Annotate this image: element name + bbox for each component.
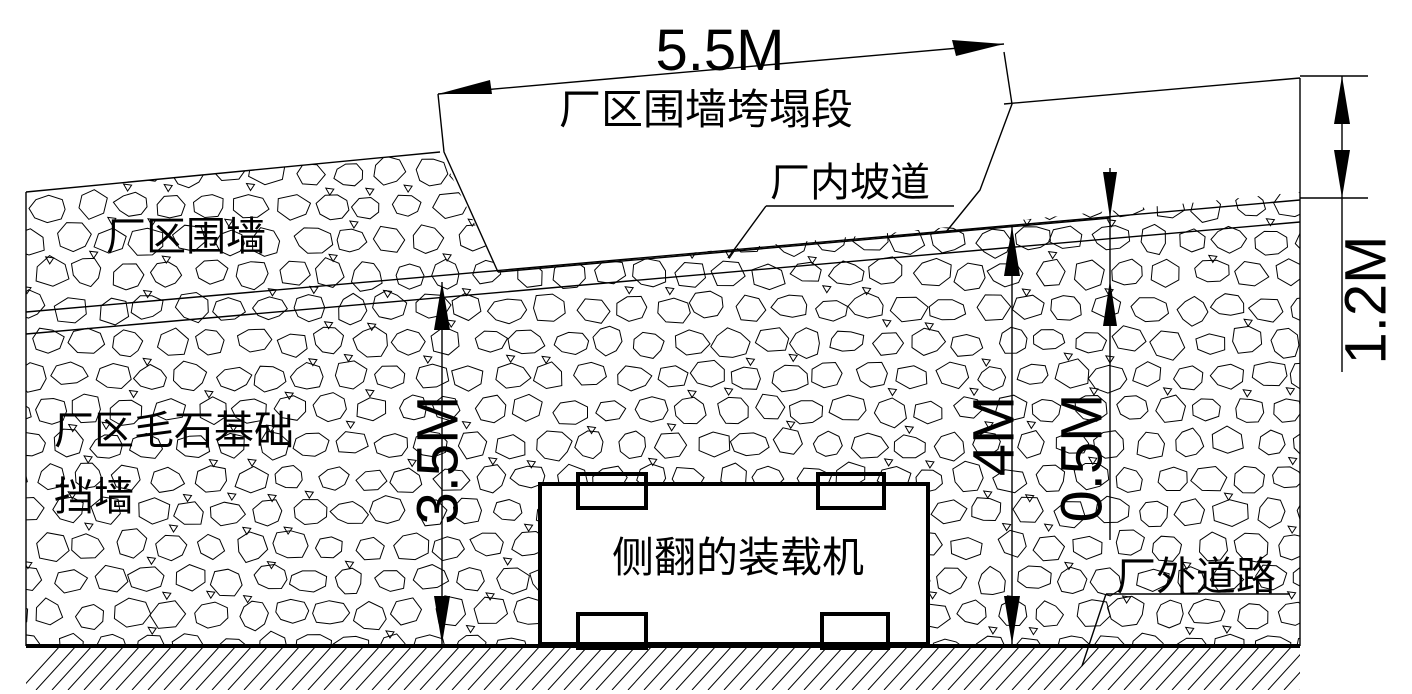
wall-top-line <box>25 199 1301 313</box>
rubble-stone-texture <box>26 152 1300 646</box>
wall-height-label: 3.5M <box>406 396 471 525</box>
ramp-line <box>25 221 1301 335</box>
plant-wall-label: 厂区围墙 <box>106 214 266 260</box>
ramp-offset-label: 0.5M <box>1050 394 1115 523</box>
gap-height-label: 4M <box>962 396 1027 477</box>
loader-wheel <box>576 612 648 650</box>
loader: 侧翻的装载机 <box>538 472 930 650</box>
gap-height-dimension: 4M <box>962 226 1027 644</box>
wall-top-height-dimension: 1.2M <box>1300 75 1399 372</box>
rubble-foundation-label-line2: 挡墙 <box>54 474 134 520</box>
loader-wheel <box>816 472 886 510</box>
outer-road-label: 厂外道路 <box>1116 554 1276 600</box>
ramp-offset-dimension: 0.5M <box>1050 168 1117 540</box>
loader-label: 侧翻的装载机 <box>612 533 864 582</box>
collapse-width-label: 5.5M <box>656 18 785 83</box>
wall-height-dimension: 3.5M <box>406 282 471 644</box>
terrain-outline <box>25 51 1301 667</box>
inner-ramp-label: 厂内坡道 <box>770 160 930 206</box>
loader-wheel <box>576 472 648 510</box>
collapse-section-label: 厂区围墙垮塌段 <box>559 85 853 134</box>
loader-wheel <box>820 612 890 650</box>
wall-top-height-label: 1.2M <box>1334 236 1399 365</box>
ground-hatch <box>26 646 1300 690</box>
rubble-foundation-label-line1: 厂区毛石基础 <box>54 408 294 454</box>
collapse-width-dimension: 5.5M <box>437 18 1005 95</box>
